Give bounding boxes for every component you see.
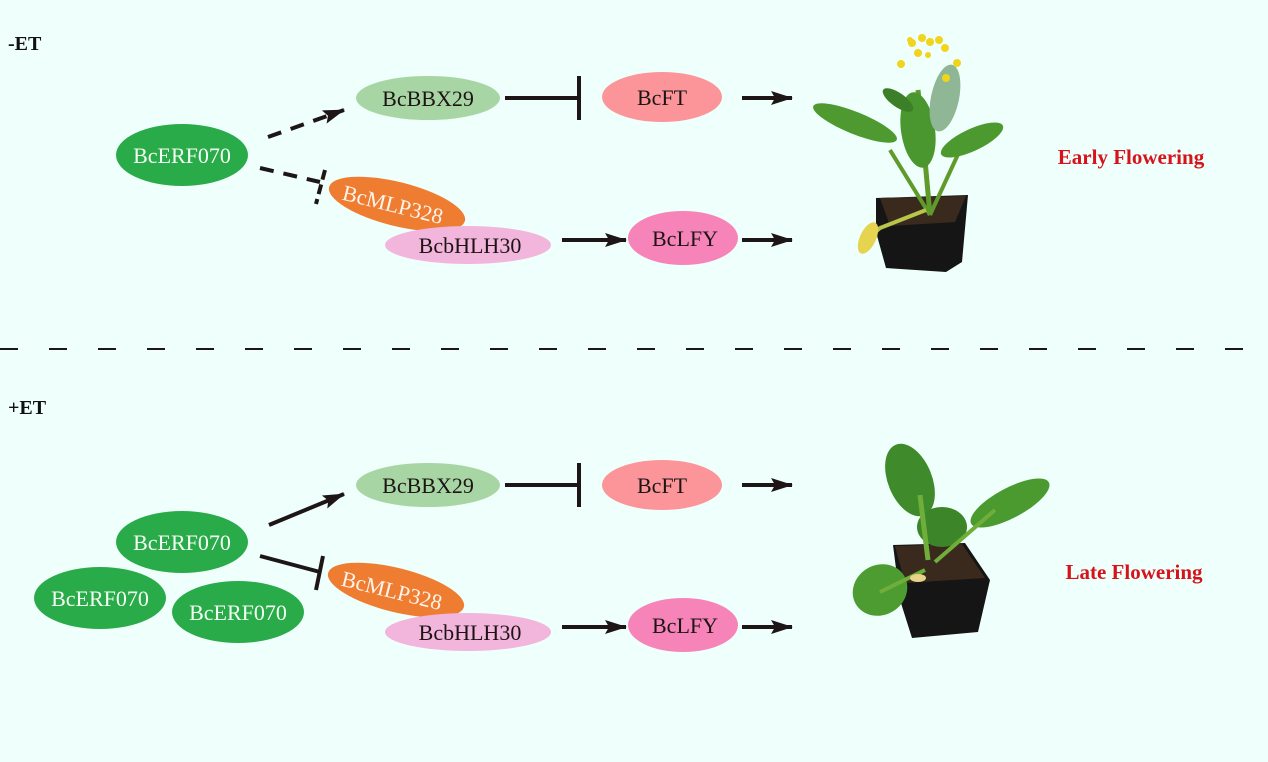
inhibition-bar [314, 169, 327, 205]
outcome-late-flowering: Late Flowering [1065, 560, 1203, 584]
edge-activation-dashed [267, 108, 345, 139]
outcome-early-flowering: Early Flowering [1058, 145, 1205, 169]
node-bcbhlh30: BcbHLH30 [385, 613, 551, 651]
node-label: BcFT [637, 85, 688, 110]
panel-minus-et: -ET BcERF070 BcBBX29 BcFT BcMLP328 Bcb [8, 33, 1205, 272]
node-bcerf070: BcERF070 [116, 511, 248, 573]
node-label: BcLFY [652, 226, 718, 251]
node-bcbbx29: BcBBX29 [356, 463, 500, 507]
node-label: BcERF070 [189, 600, 287, 625]
node-label: BcERF070 [133, 143, 231, 168]
node-bcft: BcFT [602, 72, 722, 122]
node-label: BcBBX29 [382, 86, 474, 111]
panel-label-minus-et: -ET [8, 33, 42, 55]
node-bcbhlh30: BcbHLH30 [385, 226, 551, 264]
panel-label-plus-et: +ET [8, 397, 47, 419]
node-label: BcERF070 [51, 586, 149, 611]
node-bcerf070: BcERF070 [116, 124, 248, 186]
node-bcerf070: BcERF070 [172, 581, 304, 643]
node-bcerf070: BcERF070 [34, 567, 166, 629]
node-bclfy: BcLFY [628, 211, 738, 265]
inhibition-bar [314, 555, 325, 591]
node-label: BcFT [637, 473, 688, 498]
node-label: BcLFY [652, 613, 718, 638]
edge-inhibition [259, 554, 321, 574]
node-bclfy: BcLFY [628, 598, 738, 652]
edge-inhibition-dashed [259, 166, 321, 184]
node-bcbbx29: BcBBX29 [356, 76, 500, 120]
edge-activation [268, 492, 345, 527]
vegetative-plant-image [852, 443, 1050, 638]
node-label: BcbHLH30 [419, 233, 522, 258]
node-label: BcERF070 [133, 530, 231, 555]
node-label: BcbHLH30 [419, 620, 522, 645]
flowering-plant-image [813, 34, 1004, 272]
panel-plus-et: +ET BcERF070 BcERF070 BcERF070 BcBBX29 B… [8, 397, 1203, 652]
node-label: BcBBX29 [382, 473, 474, 498]
node-bcft: BcFT [602, 460, 722, 510]
